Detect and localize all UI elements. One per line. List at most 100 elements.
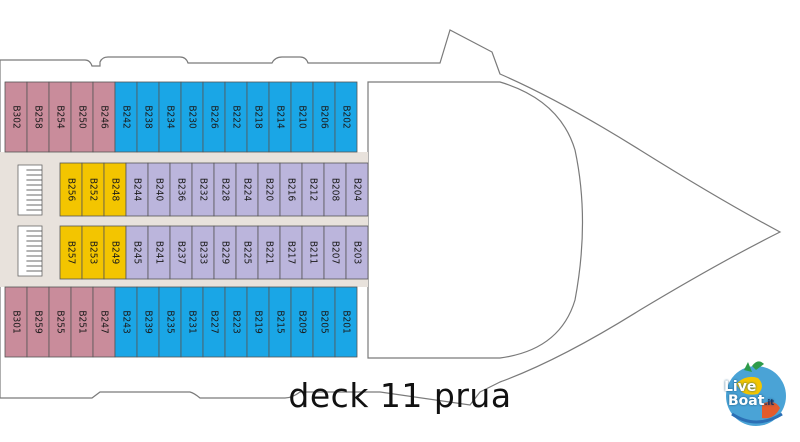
cabin-B239[interactable]: B239 bbox=[136, 286, 160, 358]
cabin-B252[interactable]: B252 bbox=[81, 162, 105, 217]
stairs-top bbox=[17, 164, 43, 216]
cabin-B211[interactable]: B211 bbox=[301, 225, 325, 280]
cabin-B209[interactable]: B209 bbox=[290, 286, 314, 358]
cabin-B223[interactable]: B223 bbox=[224, 286, 248, 358]
cabin-B247[interactable]: B247 bbox=[92, 286, 116, 358]
cabin-B249[interactable]: B249 bbox=[103, 225, 127, 280]
cabin-B242[interactable]: B242 bbox=[114, 81, 138, 153]
cabin-box bbox=[334, 81, 358, 153]
cabin-B259[interactable]: B259 bbox=[26, 286, 50, 358]
cabin-B251[interactable]: B251 bbox=[70, 286, 94, 358]
cabin-label: B205 bbox=[319, 310, 330, 333]
cabin-B255[interactable]: B255 bbox=[48, 286, 72, 358]
cabin-B246[interactable]: B246 bbox=[92, 81, 116, 153]
cabin-label: B201 bbox=[341, 310, 352, 333]
cabin-label: B221 bbox=[264, 241, 275, 264]
cabin-label: B301 bbox=[11, 310, 22, 333]
cabin-label: B222 bbox=[231, 105, 242, 128]
cabin-label: B220 bbox=[264, 178, 275, 202]
cabin-B210[interactable]: B210 bbox=[290, 81, 314, 153]
cabin-B204[interactable]: B204 bbox=[345, 162, 369, 217]
cabin-B203[interactable]: B203 bbox=[345, 225, 369, 280]
cabin-label: B235 bbox=[165, 310, 176, 333]
cabin-label: B253 bbox=[88, 241, 99, 264]
cabin-B230[interactable]: B230 bbox=[180, 81, 204, 153]
cabin-label: B259 bbox=[33, 310, 44, 334]
cabin-B258[interactable]: B258 bbox=[26, 81, 50, 153]
cabin-B226[interactable]: B226 bbox=[202, 81, 226, 153]
cabin-B228[interactable]: B228 bbox=[213, 162, 237, 217]
cabin-B241[interactable]: B241 bbox=[147, 225, 171, 280]
cabin-label: B256 bbox=[66, 178, 77, 202]
cabin-label: B243 bbox=[121, 310, 132, 333]
cabin-B248[interactable]: B248 bbox=[103, 162, 127, 217]
cabin-B240[interactable]: B240 bbox=[147, 162, 171, 217]
cabin-B224[interactable]: B224 bbox=[235, 162, 259, 217]
cabin-B219[interactable]: B219 bbox=[246, 286, 270, 358]
cabin-B205[interactable]: B205 bbox=[312, 286, 336, 358]
cabin-B243[interactable]: B243 bbox=[114, 286, 138, 358]
cabin-B222[interactable]: B222 bbox=[224, 81, 248, 153]
cabin-B244[interactable]: B244 bbox=[125, 162, 149, 217]
cabin-label: B254 bbox=[55, 105, 66, 129]
cabin-B302[interactable]: B302 bbox=[4, 81, 28, 153]
cabin-label: B227 bbox=[209, 310, 220, 333]
cabin-label: B232 bbox=[198, 178, 209, 201]
cabin-label: B207 bbox=[330, 241, 341, 264]
cabin-B225[interactable]: B225 bbox=[235, 225, 259, 280]
cabin-B238[interactable]: B238 bbox=[136, 81, 160, 153]
cabin-label: B210 bbox=[297, 105, 308, 129]
cabin-label: B234 bbox=[165, 105, 176, 129]
cabin-B202[interactable]: B202 bbox=[334, 81, 358, 153]
cabin-label: B218 bbox=[253, 105, 264, 129]
cabin-B245[interactable]: B245 bbox=[125, 225, 149, 280]
cabin-B214[interactable]: B214 bbox=[268, 81, 292, 153]
cabin-B217[interactable]: B217 bbox=[279, 225, 303, 280]
cabin-B236[interactable]: B236 bbox=[169, 162, 193, 217]
cabin-B254[interactable]: B254 bbox=[48, 81, 72, 153]
cabin-box bbox=[345, 225, 369, 280]
logo-text-suffix: .it bbox=[764, 398, 775, 407]
cabin-B301[interactable]: B301 bbox=[4, 286, 28, 358]
cabin-B215[interactable]: B215 bbox=[268, 286, 292, 358]
cabin-B218[interactable]: B218 bbox=[246, 81, 270, 153]
cabin-B227[interactable]: B227 bbox=[202, 286, 226, 358]
cabin-B234[interactable]: B234 bbox=[158, 81, 182, 153]
cabin-B208[interactable]: B208 bbox=[323, 162, 347, 217]
cabin-label: B216 bbox=[286, 178, 297, 202]
cabin-B212[interactable]: B212 bbox=[301, 162, 325, 217]
cabin-B232[interactable]: B232 bbox=[191, 162, 215, 217]
logo-text: Live Boat.it bbox=[724, 380, 774, 410]
cabin-B250[interactable]: B250 bbox=[70, 81, 94, 153]
cabin-label: B255 bbox=[55, 310, 66, 333]
cabin-B221[interactable]: B221 bbox=[257, 225, 281, 280]
cabin-label: B240 bbox=[154, 178, 165, 202]
cabin-B256[interactable]: B256 bbox=[59, 162, 83, 217]
cabin-label: B208 bbox=[330, 178, 341, 202]
cabin-B257[interactable]: B257 bbox=[59, 225, 83, 280]
cabin-B220[interactable]: B220 bbox=[257, 162, 281, 217]
cabin-B206[interactable]: B206 bbox=[312, 81, 336, 153]
cabin-label: B241 bbox=[154, 241, 165, 264]
cabin-label: B231 bbox=[187, 310, 198, 333]
cabin-B207[interactable]: B207 bbox=[323, 225, 347, 280]
cabin-B253[interactable]: B253 bbox=[81, 225, 105, 280]
cabin-label: B212 bbox=[308, 178, 319, 201]
cabin-B233[interactable]: B233 bbox=[191, 225, 215, 280]
globe-icon bbox=[726, 361, 786, 426]
cabin-label: B219 bbox=[253, 310, 264, 334]
liveboat-logo: Live Boat.it bbox=[718, 356, 796, 432]
cabin-label: B236 bbox=[176, 178, 187, 202]
cabin-label: B251 bbox=[77, 310, 88, 333]
cabin-B216[interactable]: B216 bbox=[279, 162, 303, 217]
cabin-B229[interactable]: B229 bbox=[213, 225, 237, 280]
cabin-B237[interactable]: B237 bbox=[169, 225, 193, 280]
cabin-B235[interactable]: B235 bbox=[158, 286, 182, 358]
cabin-label: B226 bbox=[209, 105, 220, 129]
cabin-B201[interactable]: B201 bbox=[334, 286, 358, 358]
cabin-label: B224 bbox=[242, 178, 253, 202]
cabin-box bbox=[334, 286, 358, 358]
cabin-B231[interactable]: B231 bbox=[180, 286, 204, 358]
cabin-label: B230 bbox=[187, 105, 198, 129]
